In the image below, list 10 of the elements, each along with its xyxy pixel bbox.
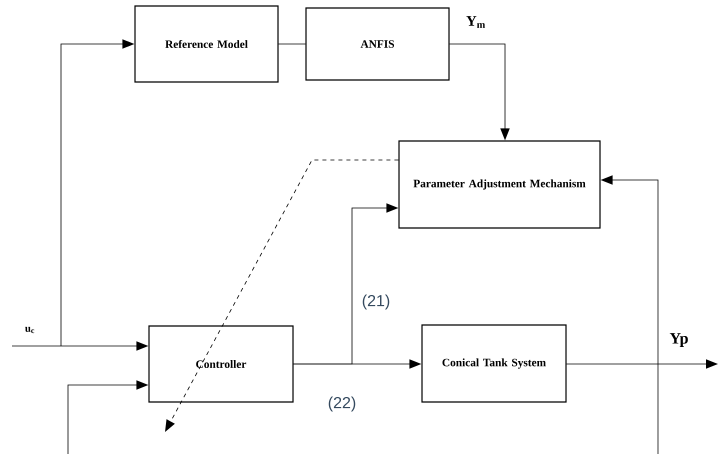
block-box: Controller [148,325,294,403]
block-box: ANFIS [305,7,450,81]
edge-label: Y$_{m}$ [466,16,486,28]
equation-number: (21) [362,294,390,310]
block-box: Conical Tank System [421,324,567,403]
block-box: Reference Model [134,5,279,83]
edge-label: u$_{c}$ [25,326,34,334]
equation-number: (22) [328,396,356,412]
block-box: Parameter Adjustment Mechanism [398,140,601,229]
edge-label: Yp [670,333,688,347]
